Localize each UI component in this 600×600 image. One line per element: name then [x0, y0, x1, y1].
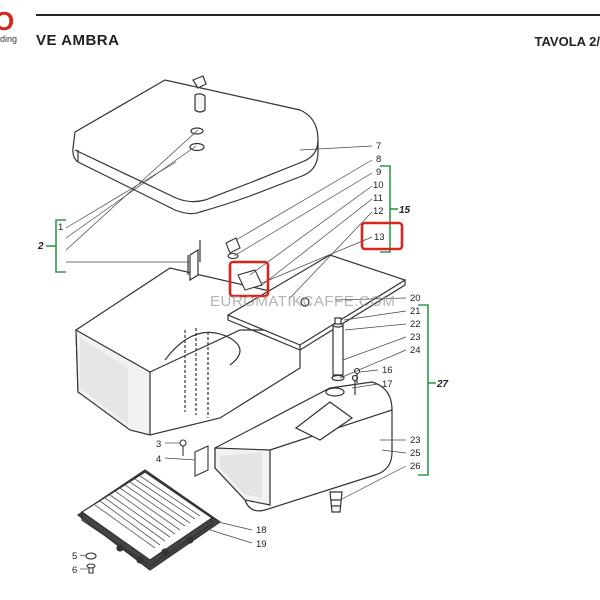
callout-22: 22	[410, 319, 421, 330]
callout-numbers: 1 3 4 5 6 7 8 9 10 11 12 13 16 17 18 19 …	[58, 141, 421, 576]
brand-logo: O	[0, 6, 14, 36]
callout-10: 10	[373, 180, 384, 191]
callout-4: 4	[156, 454, 161, 465]
callout-19: 19	[256, 539, 267, 550]
brand-suffix: ding	[0, 34, 18, 44]
base-housing	[214, 317, 393, 513]
group-numbers: 2 15 27	[37, 205, 449, 390]
top-cover	[72, 75, 319, 215]
group-label-27: 27	[436, 379, 449, 390]
callout-17: 17	[382, 379, 393, 390]
table-title: TAVOLA 2/	[534, 34, 600, 49]
highlight-boxes	[228, 221, 404, 298]
small-parts	[85, 367, 361, 574]
callout-24: 24	[410, 345, 421, 356]
callout-9: 9	[376, 167, 381, 178]
callout-26: 26	[410, 461, 421, 472]
drip-tray	[76, 469, 222, 571]
water-tank	[75, 240, 301, 436]
highlight-part-13	[360, 221, 404, 251]
callout-1: 1	[58, 222, 63, 233]
watermark: EUROMATIKCAFFE.COM	[210, 293, 395, 310]
callout-3: 3	[156, 439, 161, 450]
callout-13: 13	[374, 232, 385, 243]
callout-23-upper: 23	[410, 332, 421, 343]
group-label-2: 2	[37, 241, 44, 252]
group-brackets	[46, 165, 436, 476]
leader-lines	[65, 129, 407, 570]
callout-18: 18	[256, 525, 267, 536]
highlight-part-13-in-drawing	[228, 260, 270, 298]
callout-21: 21	[410, 306, 421, 317]
callout-16: 16	[382, 365, 393, 376]
callout-8: 8	[376, 154, 381, 165]
cup-tray-plate	[226, 254, 407, 351]
callout-23-lower: 23	[410, 435, 421, 446]
model-title: VE AMBRA	[36, 32, 120, 49]
callout-20: 20	[410, 293, 421, 304]
callout-7: 7	[376, 141, 381, 152]
callout-12: 12	[373, 206, 384, 217]
header-rule	[36, 14, 600, 16]
callout-25: 25	[410, 448, 421, 459]
group-label-15: 15	[399, 205, 411, 216]
callout-5: 5	[72, 551, 77, 562]
callout-11: 11	[373, 193, 383, 204]
callout-6: 6	[72, 565, 77, 576]
